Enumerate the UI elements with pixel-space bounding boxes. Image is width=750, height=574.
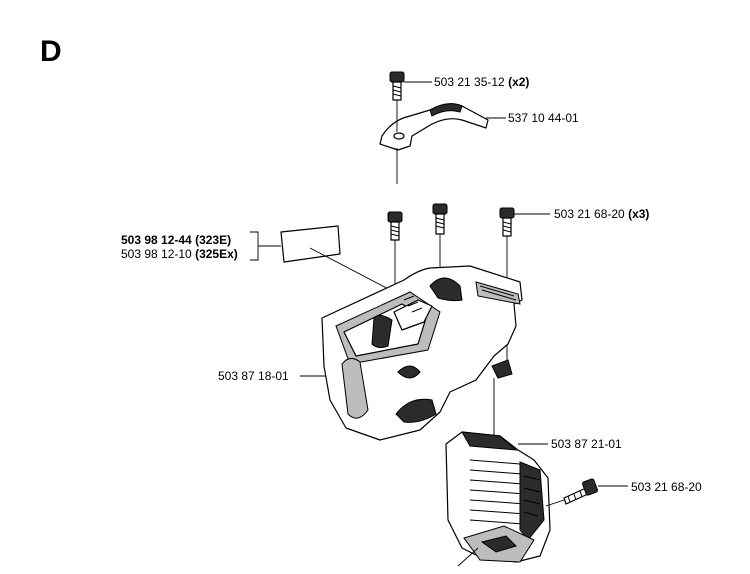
quantity: (x3) <box>628 207 650 221</box>
screw-single-part <box>563 478 598 505</box>
label-decal-a: 503 98 12-44 (323E) <box>121 233 231 247</box>
quantity: (x2) <box>508 75 530 89</box>
model: (325Ex) <box>195 247 238 261</box>
decal-part <box>280 225 341 263</box>
label-screw-single: 503 21 68-20 <box>631 480 702 494</box>
screw-top-part <box>389 71 405 101</box>
leader-bottom <box>457 547 479 567</box>
part-number: 503 21 68-20 <box>554 207 625 221</box>
section-letter: D <box>40 35 62 68</box>
air-filter-cover-part <box>445 431 551 563</box>
cover-part <box>321 265 523 441</box>
screw-middle-part <box>432 203 448 235</box>
model: (323E) <box>195 233 232 247</box>
part-number: 503 21 68-20 <box>631 480 702 494</box>
part-number: 503 21 35-12 <box>434 75 505 89</box>
part-number: 503 87 18-01 <box>218 369 289 383</box>
label-screw-top: 503 21 35-12 (x2) <box>434 75 529 89</box>
screw-left-part <box>387 211 403 241</box>
part-number: 503 98 12-10 <box>121 247 192 261</box>
leader-screw-single-in <box>545 499 565 507</box>
part-number: 503 98 12-44 <box>121 233 192 247</box>
part-number: 537 10 44-01 <box>508 111 579 125</box>
label-cover: 503 87 18-01 <box>218 369 289 383</box>
screw-right-part <box>499 207 515 237</box>
part-number: 503 87 21-01 <box>551 437 622 451</box>
leader-decal <box>309 247 399 295</box>
label-screw-right: 503 21 68-20 (x3) <box>554 207 649 221</box>
label-bracket: 537 10 44-01 <box>508 111 579 125</box>
label-air-filter-cover: 503 87 21-01 <box>551 437 622 451</box>
decal-bracket-line <box>250 231 281 261</box>
bracket-part <box>379 103 489 151</box>
label-decal-b: 503 98 12-10 (325Ex) <box>121 247 238 261</box>
